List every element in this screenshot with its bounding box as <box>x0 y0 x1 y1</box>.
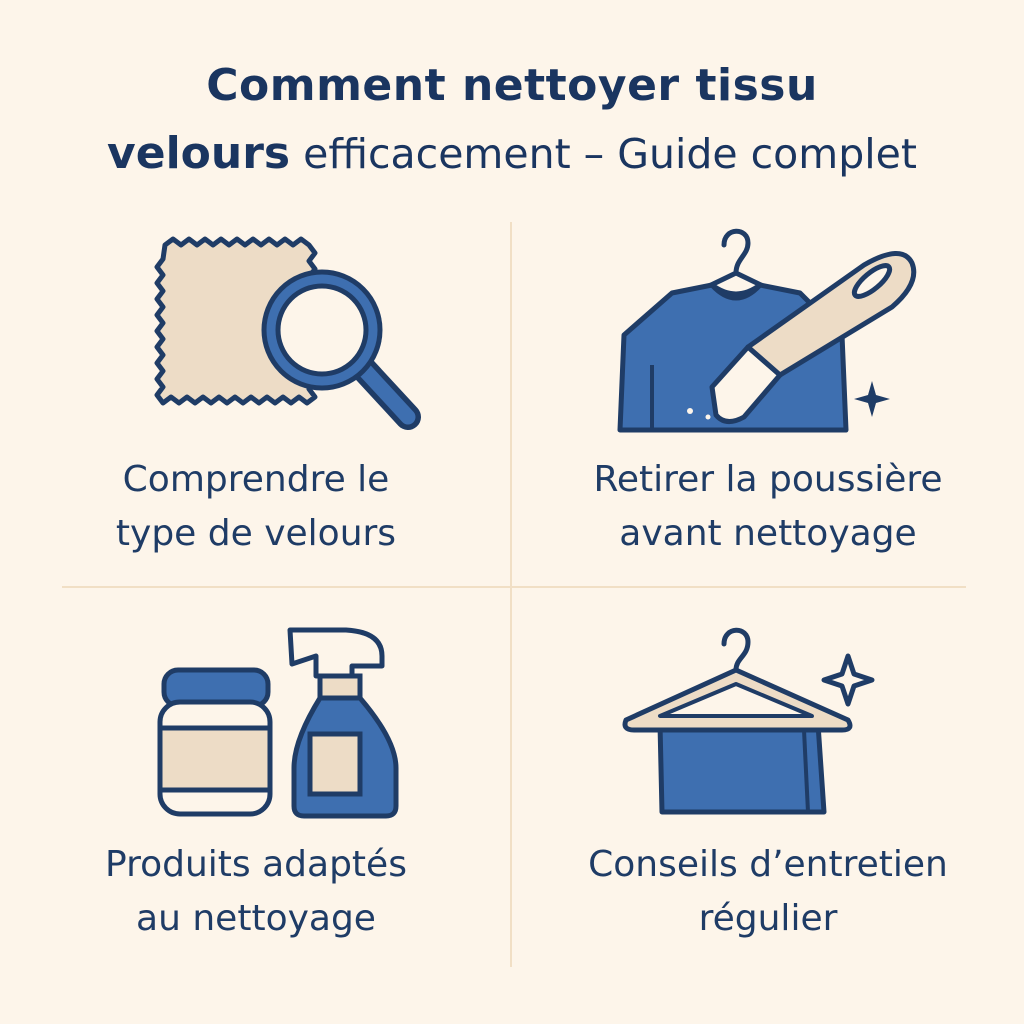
card-label-line-2: régulier <box>698 898 838 939</box>
card-label-line-2: type de velours <box>115 513 397 554</box>
card-maintenance-tips: Conseils d’entretien régulier <box>512 600 1024 980</box>
horizontal-divider <box>62 586 966 588</box>
card-velvet-type: Comprendre le type de velours <box>0 215 512 595</box>
hanger-garment-icon <box>622 627 875 815</box>
card-label-line-2: au nettoyage <box>136 898 376 939</box>
page-title: Comment nettoyer tissu velours efficacem… <box>0 52 1024 197</box>
title-line-2: velours efficacement – Guide complet <box>0 120 1024 197</box>
title-line-1: Comment nettoyer tissu <box>206 60 818 111</box>
card-label: Retirer la poussière avant nettoyage <box>512 453 1024 561</box>
card-remove-dust: Retirer la poussière avant nettoyage <box>512 215 1024 595</box>
card-label-line-1: Retirer la poussière <box>593 459 943 500</box>
card-label-line-1: Conseils d’entretien <box>588 844 948 885</box>
card-label: Produits adaptés au nettoyage <box>0 838 512 946</box>
title-subtitle: efficacement – Guide complet <box>290 130 917 178</box>
card-label-line-1: Produits adaptés <box>105 844 407 885</box>
card-label: Comprendre le type de velours <box>0 453 512 561</box>
title-bold-word: velours <box>107 128 291 179</box>
fabric-magnifier-icon <box>154 236 421 430</box>
vertical-divider <box>510 222 512 967</box>
card-products: Produits adaptés au nettoyage <box>0 600 512 980</box>
brush-shirt-icon <box>617 228 917 433</box>
card-label: Conseils d’entretien régulier <box>512 838 1024 946</box>
card-label-line-2: avant nettoyage <box>619 513 917 554</box>
jar-spray-icon <box>157 627 399 819</box>
card-label-line-1: Comprendre le <box>122 459 390 500</box>
